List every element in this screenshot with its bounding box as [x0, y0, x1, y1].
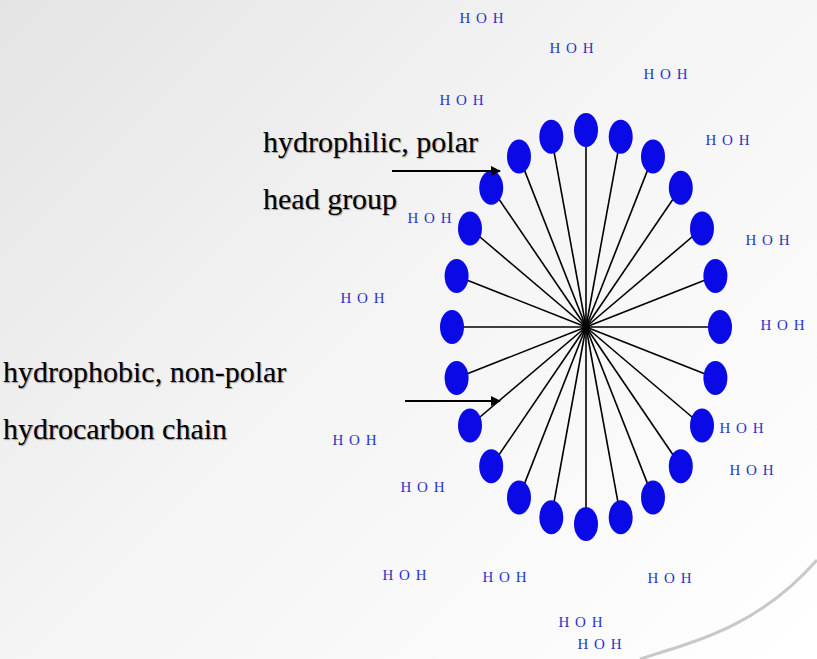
hydrocarbon-chain	[586, 156, 653, 327]
part-label: hydrophobic, non-polar hydrocarbon chain	[3, 343, 303, 457]
slide-decoration-curve	[640, 560, 817, 659]
hydrocarbon-chain	[519, 156, 586, 327]
hydrocarbon-chain	[491, 327, 586, 466]
hydrocarbon-chain	[551, 327, 586, 517]
hydrocarbon-chain	[551, 137, 586, 327]
hydrocarbon-chain	[586, 327, 702, 426]
polar-head	[703, 259, 727, 293]
polar-head	[669, 171, 693, 205]
polar-head	[641, 481, 665, 515]
polar-head	[708, 310, 732, 344]
water-molecule: H O H	[706, 132, 751, 148]
polar-head	[641, 139, 665, 173]
water-molecule: H O H	[401, 479, 446, 495]
hydrocarbon-chain	[586, 327, 653, 498]
polar-head	[574, 507, 598, 541]
water-molecule: H O H	[341, 290, 386, 306]
hydrocarbon-chain	[586, 137, 621, 327]
part-label: hydrophilic, polar head group	[263, 113, 495, 227]
hydrocarbon-chain	[457, 276, 586, 327]
polar-head	[445, 259, 469, 293]
hydrocarbon-chain	[585, 327, 587, 524]
water-molecule: H O H	[460, 10, 505, 26]
polar-head	[703, 361, 727, 395]
polar-head	[507, 139, 531, 173]
hydrocarbon-chain	[586, 326, 720, 328]
hydrocarbon-chain	[452, 326, 586, 328]
leader-arrow	[392, 170, 500, 172]
hydrocarbon-chain	[586, 188, 681, 327]
polar-head	[690, 409, 714, 443]
hydrocarbon-chain	[519, 327, 586, 498]
water-molecule: H O H	[578, 636, 623, 652]
water-molecule: H O H	[720, 420, 765, 436]
hydrocarbon-chain	[470, 327, 586, 426]
hydrocarbon-chain	[586, 327, 621, 517]
water-molecule: H O H	[440, 92, 485, 108]
polar-head	[669, 449, 693, 483]
polar-head	[458, 212, 482, 246]
water-molecule: H O H	[730, 462, 775, 478]
hydrocarbon-chain	[470, 229, 586, 328]
polar-head	[440, 310, 464, 344]
water-molecule: H O H	[648, 570, 693, 586]
micelle-core	[582, 323, 590, 331]
hydrocarbon-chain	[491, 188, 586, 327]
polar-head	[539, 120, 563, 154]
polar-head	[609, 500, 633, 534]
water-molecule: H O H	[408, 210, 453, 226]
hydrocarbon-chain	[457, 327, 586, 378]
water-molecule: H O H	[644, 66, 689, 82]
polar-head	[507, 481, 531, 515]
hydrocarbon-chain	[586, 276, 715, 327]
polar-head	[479, 449, 503, 483]
hydrocarbon-chain	[586, 327, 681, 466]
water-molecule: H O H	[383, 567, 428, 583]
water-molecule: H O H	[483, 569, 528, 585]
micelle	[440, 113, 732, 541]
hydrocarbon-chain	[585, 130, 587, 327]
water-molecule: H O H	[333, 432, 378, 448]
polar-head	[574, 113, 598, 147]
hydrocarbon-chain	[586, 229, 702, 328]
polar-head	[609, 120, 633, 154]
polar-head	[539, 500, 563, 534]
water-molecule: H O H	[746, 232, 791, 248]
polar-head	[445, 361, 469, 395]
water-molecule: H O H	[559, 614, 604, 630]
water-molecule: H O H	[761, 317, 806, 333]
water-molecule: H O H	[550, 40, 595, 56]
polar-head	[458, 409, 482, 443]
polar-head	[690, 212, 714, 246]
hydrocarbon-chain	[586, 327, 715, 378]
leader-arrow	[405, 400, 500, 402]
polar-head	[479, 171, 503, 205]
